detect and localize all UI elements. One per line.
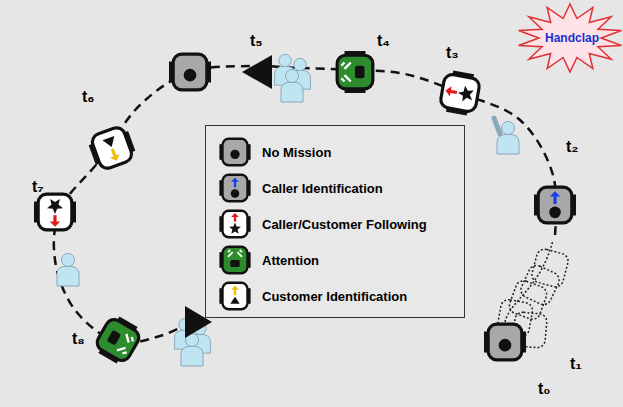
legend-icon xyxy=(218,208,252,240)
time-label: t₅ xyxy=(250,32,263,50)
handclap-burst xyxy=(519,4,622,72)
node-text: Handclap xyxy=(545,31,599,45)
person-icon xyxy=(281,70,303,103)
legend-row: Caller/Customer Following xyxy=(218,206,464,242)
robot-icon xyxy=(219,175,250,202)
ghost-robot xyxy=(507,279,549,322)
person-icon xyxy=(497,122,519,155)
time-label: t₄ xyxy=(377,32,390,50)
ghost-robot xyxy=(518,263,561,307)
time-label: t₁ xyxy=(570,355,582,373)
time-label: t₆ xyxy=(82,88,95,106)
customer-marker xyxy=(242,55,272,89)
time-label: t₂ xyxy=(566,138,578,156)
legend-row: Caller Identification xyxy=(218,170,464,206)
handclap-burst-node: Handclap xyxy=(527,23,617,53)
robot-icon xyxy=(169,54,211,90)
robot-icon xyxy=(439,69,481,117)
robot-icon xyxy=(86,124,138,172)
robot-icon xyxy=(219,139,250,166)
legend-icon xyxy=(218,244,252,276)
legend-text: Caller/Customer Following xyxy=(262,217,427,232)
legend-text: No Mission xyxy=(262,145,331,160)
time-label: t₈ xyxy=(72,330,85,348)
legend-text: Caller Identification xyxy=(262,181,383,196)
robot-icon xyxy=(534,187,576,223)
time-label: t₃ xyxy=(446,44,459,62)
robot-icon xyxy=(219,211,250,238)
robot-icon xyxy=(34,194,76,230)
person-icon xyxy=(181,334,203,367)
robot-icon xyxy=(92,313,144,367)
legend-box: No MissionCaller IdentificationCaller/Cu… xyxy=(205,125,465,318)
legend-icon xyxy=(218,136,252,168)
trajectory-path xyxy=(54,66,556,343)
legend-icon xyxy=(218,280,252,312)
robot-icon xyxy=(219,247,250,274)
time-label: t₇ xyxy=(32,178,44,196)
person-icon xyxy=(57,254,79,287)
time-label: t₀ xyxy=(538,380,551,398)
robot-icon xyxy=(484,324,526,360)
raised-arm xyxy=(494,118,500,134)
legend-row: Attention xyxy=(218,242,464,278)
legend-row: Customer Identification xyxy=(218,278,464,314)
legend-text: Customer Identification xyxy=(262,289,407,304)
robot-icon xyxy=(219,283,250,310)
robot-icon xyxy=(337,51,373,93)
legend-row: No Mission xyxy=(218,134,464,170)
ghost-robot xyxy=(530,247,570,288)
legend-text: Attention xyxy=(262,253,319,268)
ghost-track xyxy=(505,240,553,322)
legend-icon xyxy=(218,172,252,204)
